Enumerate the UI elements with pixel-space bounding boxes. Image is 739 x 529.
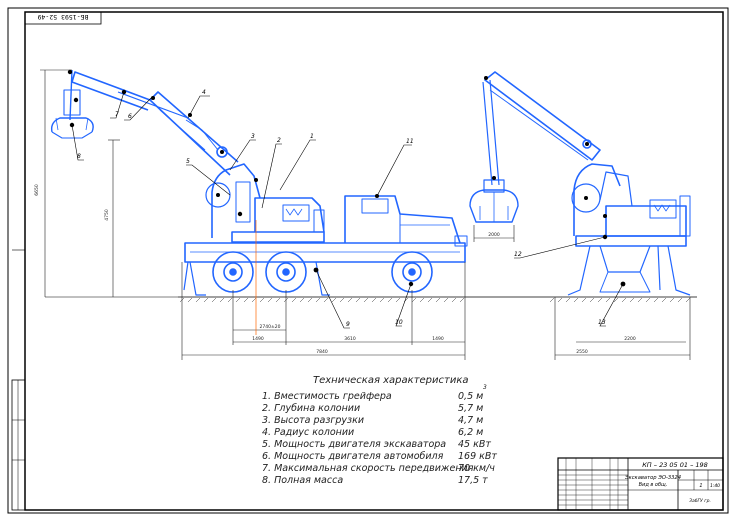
doc-scale: 1:40	[710, 483, 720, 489]
front-view-accents	[484, 76, 626, 287]
stamp-code: ВБ-1593 52-49	[37, 13, 88, 21]
doc-code: КП – 23 05 01 – 198	[642, 461, 708, 469]
callout-7: 7	[115, 111, 119, 118]
spec-value-3: 4,7 м	[458, 415, 484, 426]
front-view-excavator	[469, 71, 691, 296]
callout-6: 6	[128, 113, 132, 120]
left-margin-strip	[11, 379, 26, 511]
dimension-lines	[40, 69, 691, 360]
spec-value-6: 169 кВт	[458, 451, 497, 462]
ground	[45, 296, 697, 303]
callout-numbers: 1 2 3 4 5 6 7 8 9 10 11 12 13	[77, 89, 606, 328]
callout-2: 2	[277, 137, 281, 144]
dim-bucket-width: 2000	[488, 232, 500, 238]
spec-value-8: 17,5 т	[458, 475, 488, 486]
title-block	[557, 457, 724, 511]
spec-label-8: 8. Полная масса	[262, 475, 344, 486]
spec-value-4: 6,2 м	[458, 427, 484, 438]
doc-sheet: 1	[699, 483, 702, 489]
dimension-labels: 6650 4750 2740±20 1490 3610 1490 7840 20…	[34, 184, 636, 355]
spec-superscript: 3	[483, 384, 487, 391]
spec-label-1: 1. Вместимость грейфера	[262, 391, 392, 402]
doc-name-2: Вид в общ.	[639, 482, 668, 488]
dim-height-mid: 4750	[104, 209, 110, 221]
outer-border	[7, 7, 729, 514]
callout-10: 10	[395, 319, 403, 326]
title-block-text: КП – 23 05 01 – 198 Экскаватор ЭО-3324 В…	[624, 461, 720, 504]
spec-label-7: 7. Максимальная скорость передвижения	[262, 463, 474, 474]
dim-span-c: 1490	[432, 336, 444, 342]
callout-8: 8	[77, 153, 81, 160]
spec-label-6: 6. Мощность двигателя автомобиля	[262, 451, 444, 462]
side-view-excavator	[50, 69, 468, 296]
spec-value-7: 70 км/ч	[458, 463, 495, 474]
spec-label-5: 5. Мощность двигателя экскаватора	[262, 439, 447, 450]
spec-label-2: 2. Глубина колонии	[262, 403, 361, 414]
dim-offset-low: 2740±20	[260, 324, 281, 330]
dim-span-a: 1490	[252, 336, 264, 342]
callout-4: 4	[202, 89, 206, 96]
spec-value-5: 45 кВт	[458, 439, 491, 450]
dim-right-total: 2550	[576, 349, 588, 355]
callout-11: 11	[406, 138, 414, 145]
stamp-box	[24, 11, 102, 25]
callout-3: 3	[251, 133, 255, 140]
dim-right-span: 2200	[624, 336, 636, 342]
spec-value-2: 5,7 м	[458, 403, 484, 414]
callout-9: 9	[346, 321, 350, 328]
callout-leaders	[71, 91, 624, 329]
spec-label-3: 3. Высота разгрузки	[262, 415, 365, 426]
dim-height-left: 6650	[34, 184, 40, 196]
doc-name-1: Экскаватор ЭО-3324	[624, 475, 681, 481]
inner-frame	[24, 11, 724, 511]
spec-label-4: 4. Радиус колонии	[262, 427, 355, 438]
spec-value-1: 0,5 м	[458, 391, 484, 402]
dim-total-len: 7840	[316, 349, 328, 355]
doc-org: ЗабГУ гр.	[689, 498, 711, 504]
callout-13: 13	[598, 319, 606, 326]
callout-12: 12	[514, 251, 522, 258]
tech-spec-title: Техническая характеристика	[313, 375, 469, 386]
callout-1: 1	[310, 133, 314, 140]
callout-5: 5	[186, 158, 190, 165]
dim-span-b: 3610	[344, 336, 356, 342]
